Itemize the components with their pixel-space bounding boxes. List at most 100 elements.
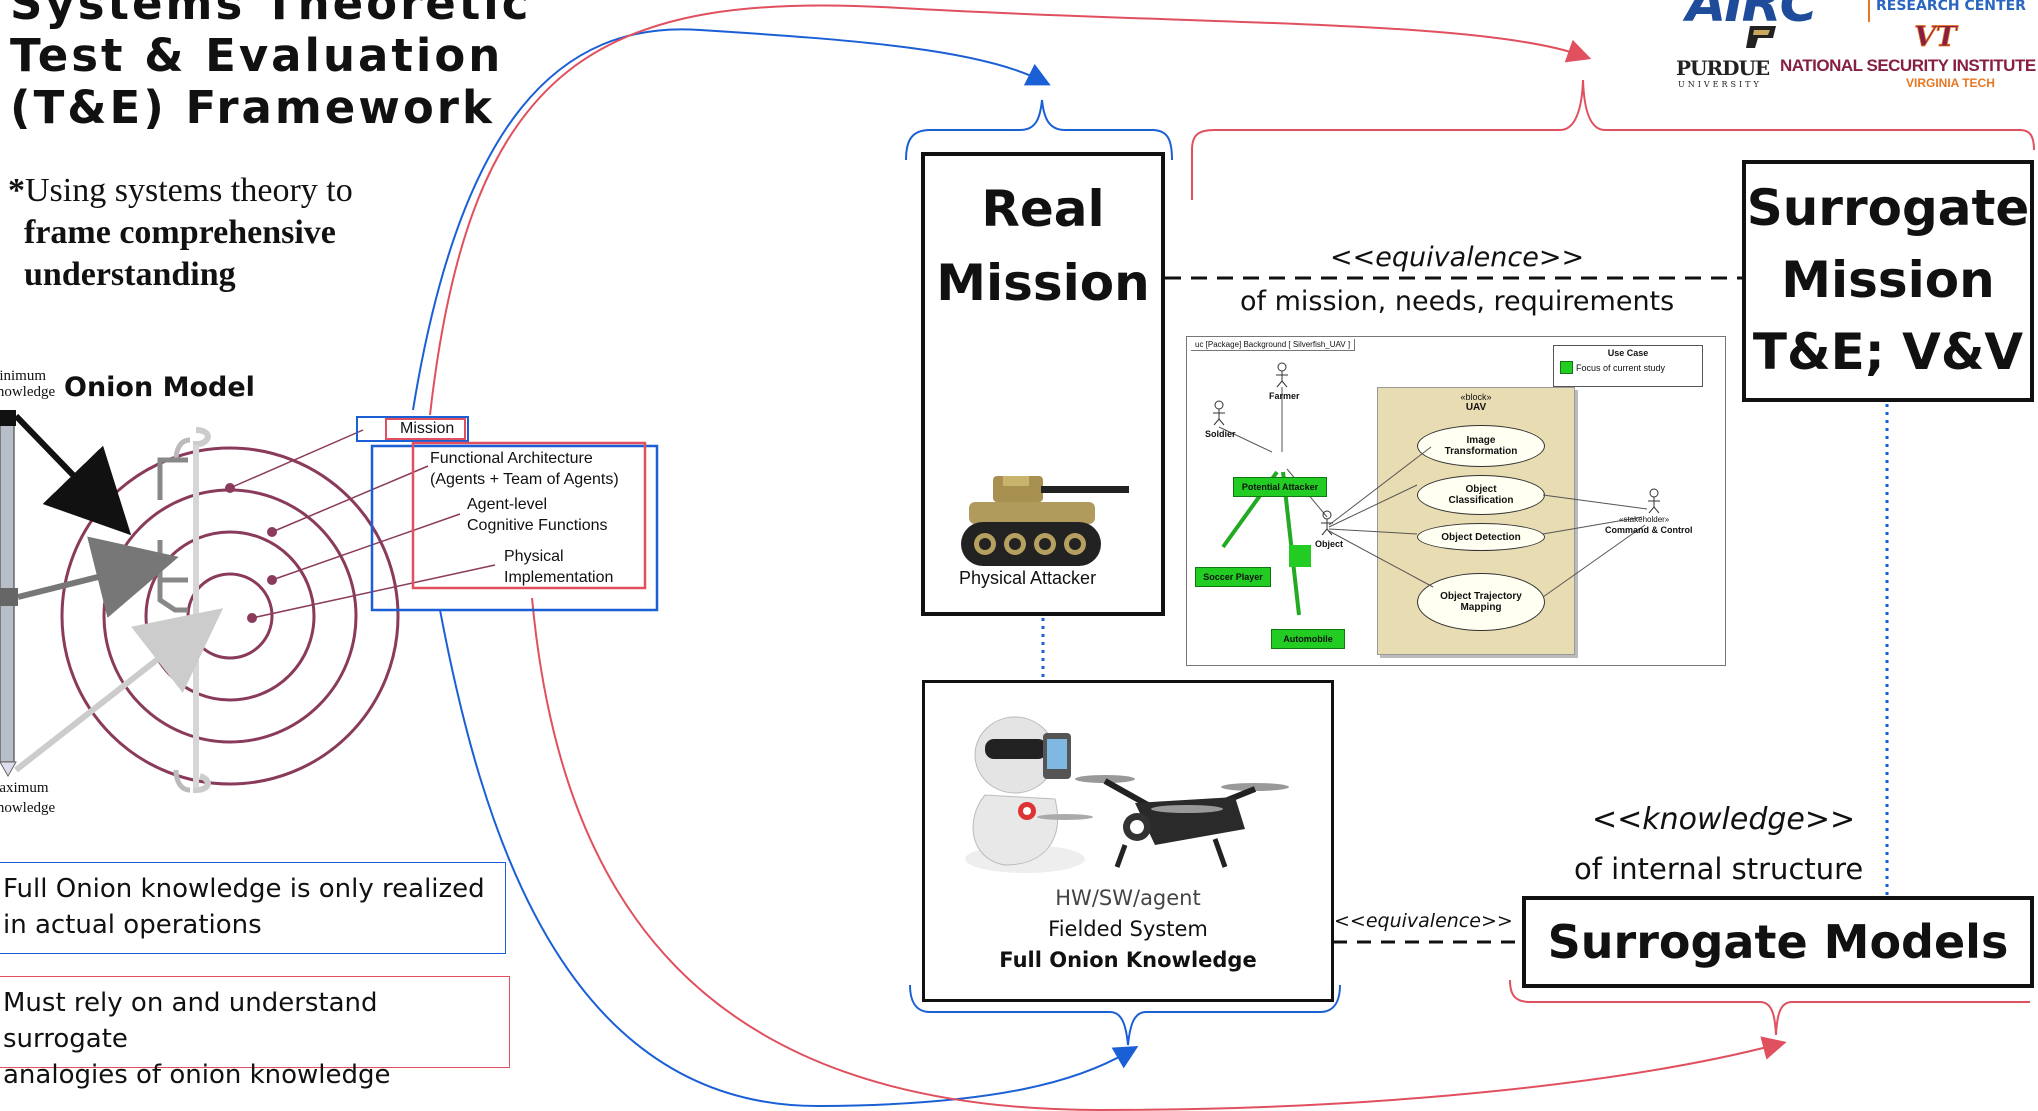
actor-soccer-player: Soccer Player	[1195, 567, 1271, 587]
subtitle-line-3: understanding	[24, 256, 236, 293]
blue-curve-bottom	[439, 609, 1139, 1108]
physical-attacker-caption: Physical Attacker	[959, 568, 1097, 588]
real-mission-title: Real Mission	[925, 172, 1161, 320]
real-mission-line-1: Real	[981, 180, 1105, 238]
physical-line-2: Implementation	[504, 569, 614, 586]
vt-logo-text: VT	[1914, 22, 1959, 50]
note-red: Must rely on and understand surrogate an…	[0, 976, 510, 1090]
uml-connectors	[1213, 362, 1660, 616]
real-mission-box: Real Mission Physical Attacker	[921, 152, 1165, 616]
red-curve-top	[429, 4, 1592, 416]
onion-blue-box	[370, 444, 659, 612]
surrogate-mission-line-1: Surrogate	[1746, 179, 2030, 237]
uav-stereotype: «block»	[1460, 392, 1492, 402]
minimum-knowledge-label: Minimum Knowledge	[0, 368, 55, 400]
subtitle-star: *	[8, 172, 25, 209]
surrogate-mission-line-3: T&E; V&V	[1752, 323, 2024, 381]
note-red-line-1: Must rely on and understand surrogate	[3, 988, 378, 1054]
equivalence-top-description: of mission, needs, requirements	[1240, 286, 1675, 317]
green-square-icon	[1560, 361, 1573, 374]
surrogate-mission-line-2: Mission	[1781, 251, 1995, 309]
maximum-line-2: Knowledge	[0, 800, 56, 816]
physical-line-1: Physical	[504, 548, 564, 565]
onion-model-title: Onion Model	[64, 372, 255, 403]
uav-name: UAV	[1465, 402, 1487, 413]
uml-legend: Use Case Focus of current study	[1553, 345, 1703, 387]
brace-surrogate-models	[1509, 979, 2030, 1036]
vt-logo-icon: VT	[1910, 20, 1970, 54]
research-center-label: RESEARCH CENTER	[1876, 0, 2026, 14]
fielded-system-box: HW/SW/agent Fielded System Full Onion Kn…	[922, 680, 1334, 1002]
logo-area: AIRC RESEARCH CENTER VT PURDUE UNIVERSIT…	[1676, 0, 2038, 96]
equivalence-top-label: <<equivalence>>	[1326, 242, 1589, 273]
surrogate-mission-title: Surrogate Mission T&E; V&V	[1746, 172, 2030, 388]
actor-stakeholder-stereotype: «stakeholder»	[1619, 515, 1670, 524]
blue-curve-top	[412, 28, 1051, 411]
subtitle: *Using systems theory to frame comprehen…	[8, 170, 353, 296]
uc-class-line-1: Object	[1465, 484, 1497, 495]
uml-legend-row: Focus of current study	[1560, 361, 1702, 374]
fielded-line-1: HW/SW/agent	[1055, 886, 1201, 910]
functional-line-1: Functional Architecture	[430, 450, 593, 467]
uc-traj-line-2: Mapping	[1460, 602, 1502, 613]
tank-icon	[961, 476, 1129, 566]
actor-potential-attacker: Potential Attacker	[1233, 477, 1327, 497]
surrogate-models-box: Surrogate Models	[1522, 896, 2034, 988]
knowledge-label: <<knowledge>>	[1592, 802, 1856, 837]
robot-drone-image	[965, 716, 1289, 873]
agent-level-line-1: Agent-level	[467, 496, 548, 513]
uc-image-line-2: Transformation	[1444, 446, 1518, 457]
minimum-line-2: Knowledge	[0, 384, 56, 400]
uc-class-line-2: Classification	[1448, 495, 1514, 506]
agent-level-label: Agent-level Cognitive Functions	[467, 494, 608, 536]
maximum-knowledge-label: Maximum Knowledge	[0, 778, 55, 818]
fielded-line-3: Full Onion Knowledge	[999, 948, 1257, 972]
note-blue-line-1: Full Onion knowledge is only realized	[3, 874, 485, 904]
uml-use-case-diagram: uc [Package] Background [ Silverfish_UAV…	[1186, 336, 1726, 666]
purdue-p-icon	[1746, 24, 1780, 50]
brace-real-mission	[905, 99, 1173, 161]
note-blue-line-2: in actual operations	[3, 910, 262, 940]
soccer-green-block	[1289, 545, 1311, 567]
page-title: Systems Theoretic Test & Evaluation (T&E…	[10, 0, 531, 134]
subtitle-line-1: Using systems theory to	[25, 172, 353, 209]
mission-inner-box	[385, 418, 466, 440]
purdue-logo: PURDUE	[1676, 56, 1770, 80]
actor-command-control: Command & Control	[1605, 525, 1693, 535]
purdue-university-label: UNIVERSITY	[1678, 80, 1762, 89]
red-curve-bottom	[531, 597, 1787, 1111]
logo-divider	[1868, 0, 1870, 22]
maximum-line-1: Maximum	[0, 780, 49, 796]
functional-line-2: (Agents + Team of Agents)	[430, 471, 619, 488]
surrogate-mission-box: Surrogate Mission T&E; V&V	[1742, 160, 2034, 402]
title-line-1: Systems Theoretic	[10, 0, 532, 30]
fielded-text: HW/SW/agent Fielded System Full Onion Kn…	[925, 883, 1331, 976]
real-mission-line-2: Mission	[936, 254, 1150, 312]
note-red-line-2: analogies of onion knowledge	[3, 1060, 391, 1090]
brace-fielded	[909, 984, 1341, 1046]
onion-red-box	[411, 441, 647, 590]
uml-legend-item: Focus of current study	[1576, 362, 1666, 373]
title-line-3: (T&E) Framework	[10, 81, 495, 134]
virginia-tech-label: VIRGINIA TECH	[1906, 76, 1995, 90]
uml-header: uc [Package] Background [ Silverfish_UAV…	[1191, 339, 1356, 351]
agent-level-line-2: Cognitive Functions	[467, 517, 608, 534]
minimum-line-1: Minimum	[0, 368, 47, 384]
use-case-object-detection: Object Detection	[1417, 523, 1545, 551]
note-blue: Full Onion knowledge is only realized in…	[0, 862, 506, 954]
nsi-logo: NATIONAL SECURITY INSTITUTE	[1780, 56, 2036, 75]
subtitle-line-2: frame comprehensive	[24, 214, 336, 251]
actor-object: Object	[1315, 539, 1344, 549]
actor-farmer: Farmer	[1269, 391, 1300, 401]
onion-diagram	[0, 410, 496, 794]
uml-legend-title: Use Case	[1607, 348, 1649, 358]
actor-automobile: Automobile	[1271, 629, 1345, 649]
fielded-line-2: Fielded System	[1048, 917, 1208, 941]
brace-surrogate-mission	[1191, 79, 2035, 200]
uc-image-line-1: Image	[1466, 435, 1496, 446]
mission-outer-box	[356, 416, 469, 442]
